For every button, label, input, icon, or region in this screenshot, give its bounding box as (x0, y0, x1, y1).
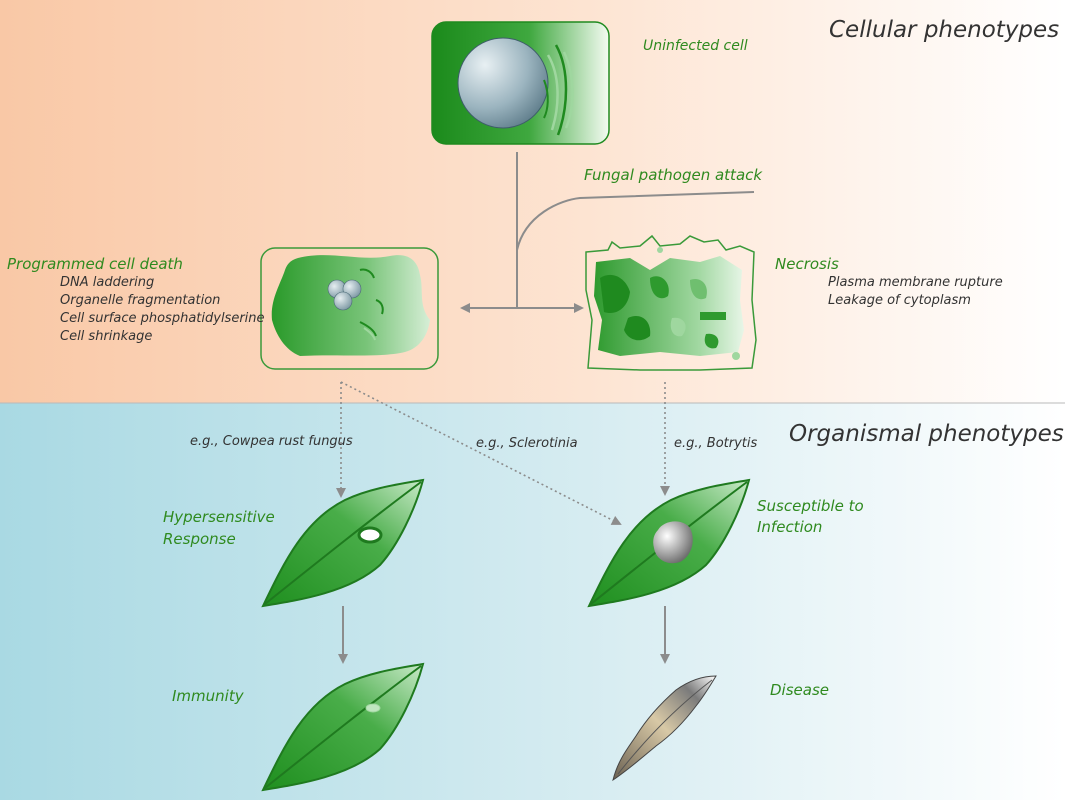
disease-leaf-icon (612, 675, 717, 782)
susceptible-line2: Infection (757, 518, 823, 536)
necrosis-feature: Leakage of cytoplasm (828, 293, 971, 308)
necrosis-title: Necrosis (775, 255, 839, 273)
organismal-band (0, 403, 1065, 800)
pcd-feature: Cell shrinkage (60, 329, 153, 344)
pcd-title: Programmed cell death (7, 255, 183, 273)
pcd-cell-icon (260, 247, 439, 370)
pcd-feature: Organelle fragmentation (60, 293, 221, 308)
eg-cowpea-label: e.g., Cowpea rust fungus (190, 434, 353, 449)
fungal-attack-label: Fungal pathogen attack (584, 166, 763, 184)
disease-label: Disease (770, 681, 829, 699)
pcd-feature: DNA laddering (60, 275, 155, 290)
necrosis-feature-list: Plasma membrane rupture Leakage of cytop… (828, 274, 1003, 310)
outcome-arrows (338, 606, 670, 664)
necrosis-cell-icon (585, 234, 757, 371)
uninfected-cell-icon (431, 21, 610, 145)
hypersensitive-leaf-icon (261, 478, 425, 608)
necrosis-feature: Plasma membrane rupture (828, 275, 1003, 290)
eg-sclerotinia-label: e.g., Sclerotinia (476, 436, 578, 451)
uninfected-cell-label: Uninfected cell (643, 38, 748, 54)
immunity-leaf-icon (261, 662, 425, 792)
immunity-label: Immunity (172, 687, 244, 705)
susceptible-line1: Susceptible to (757, 497, 864, 515)
cellular-phenotypes-title: Cellular phenotypes (829, 17, 1060, 43)
pcd-feature-list: DNA laddering Organelle fragmentation Ce… (60, 274, 265, 346)
dotted-arrows (336, 381, 670, 525)
hypersensitive-response-label: Hypersensitive Response (163, 506, 275, 550)
organismal-phenotypes-title: Organismal phenotypes (789, 421, 1064, 447)
hypersensitive-line2: Response (163, 530, 236, 548)
susceptible-label: Susceptible to Infection (757, 496, 864, 538)
attack-arrows (460, 152, 755, 313)
susceptible-leaf-icon (587, 478, 751, 608)
eg-botrytis-label: e.g., Botrytis (674, 436, 758, 451)
hypersensitive-line1: Hypersensitive (163, 508, 275, 526)
pcd-feature: Cell surface phosphatidylserine (60, 311, 265, 326)
